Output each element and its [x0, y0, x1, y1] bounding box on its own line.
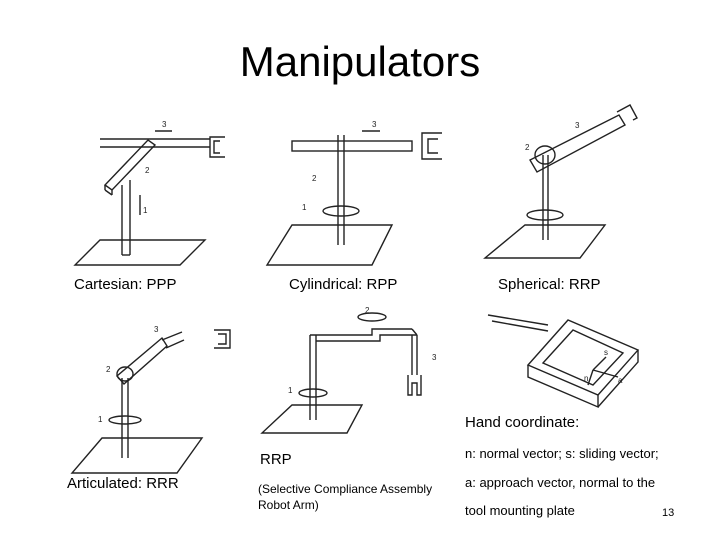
- caption-articulated: Articulated: RRR: [67, 475, 179, 492]
- slide-number: 13: [662, 507, 675, 519]
- axis-label-s: s: [604, 348, 608, 357]
- axis-label-a: a: [618, 376, 623, 385]
- hand-line-1: n: normal vector; s: sliding vector;: [465, 446, 659, 461]
- joint-label-s: 3: [575, 121, 580, 130]
- joint-label-2: 2: [525, 143, 530, 152]
- hand-line-3: tool mounting plate: [465, 503, 575, 518]
- scara-robot-icon: 1 2 3: [260, 306, 437, 434]
- joint-label-1: 1: [143, 206, 148, 215]
- slide-title: Manipulators: [239, 38, 481, 85]
- cartesian-robot-icon: 1 2 3: [73, 120, 225, 266]
- joint-label-1: 1: [98, 415, 103, 424]
- joint-label-2: 2: [365, 306, 370, 315]
- caption-spherical: Spherical: RRP: [498, 276, 601, 293]
- joint-label-1: 1: [302, 203, 307, 212]
- joint-label-3: 3: [154, 325, 159, 334]
- joint-label-2: 2: [145, 166, 150, 175]
- caption-scara-long: (Selective Compliance Assembly Robot Arm…: [258, 482, 433, 512]
- joint-label-3: 3: [432, 353, 437, 362]
- cylindrical-robot-icon: 1 2 3: [265, 120, 442, 266]
- hand-line-2: a: approach vector, normal to the: [465, 475, 656, 490]
- joint-label-1: 1: [288, 386, 293, 395]
- articulated-robot-icon: 1 2 3: [70, 325, 231, 474]
- caption-cartesian: Cartesian: PPP: [74, 276, 177, 293]
- spherical-robot-icon: 3 2: [483, 104, 638, 259]
- joint-label-2: 2: [106, 365, 111, 374]
- caption-scara-short: RRP: [260, 451, 292, 468]
- hand-coordinate-icon: s n a: [487, 314, 640, 409]
- joint-label-3: 3: [372, 120, 377, 129]
- joint-label-3: 3: [162, 120, 167, 129]
- caption-cylindrical: Cylindrical: RPP: [289, 276, 398, 293]
- joint-label-2: 2: [312, 174, 317, 183]
- hand-heading: Hand coordinate:: [465, 414, 580, 431]
- axis-label-n: n: [584, 374, 588, 383]
